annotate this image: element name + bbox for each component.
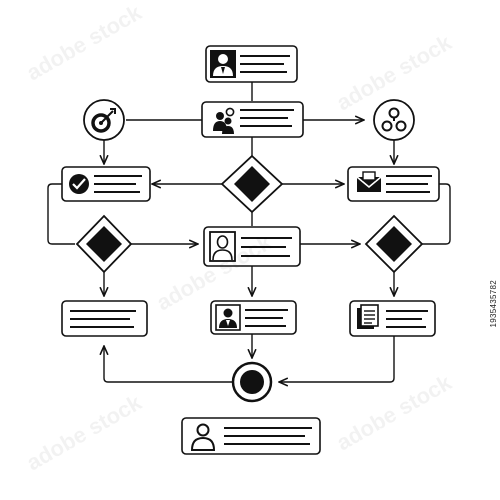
connector-approved-to-left-decision (47, 183, 75, 245)
mail-card (347, 166, 440, 202)
left-decision (75, 214, 133, 274)
end-node (231, 361, 273, 403)
connector-mail-to-right-decision (422, 183, 451, 245)
right-decision (364, 214, 424, 274)
person-avatar-icon (210, 50, 236, 78)
approved-card (61, 166, 151, 202)
document-card (349, 300, 436, 337)
check-badge-icon (69, 174, 89, 194)
stock-id-label: 1935435782 (489, 280, 498, 328)
users-group-icon (381, 107, 407, 132)
notes-card (61, 300, 148, 337)
center-decision (220, 154, 284, 214)
top-person-card (205, 45, 298, 83)
employee-card (210, 300, 297, 335)
target-icon (91, 108, 116, 133)
team-card (201, 101, 304, 138)
profile-frame-icon (209, 231, 236, 262)
profile-card (203, 226, 301, 267)
bottom-person-card (181, 417, 321, 455)
envelope-icon (356, 171, 382, 192)
connector-document-to-end (279, 336, 395, 382)
target-circle (83, 99, 125, 141)
person-outline-icon (190, 423, 216, 451)
document-icon (357, 304, 379, 329)
users-circle (373, 99, 415, 141)
team-settings-icon (213, 107, 235, 134)
employee-icon (215, 304, 241, 331)
connector-end-to-notes (104, 346, 232, 383)
